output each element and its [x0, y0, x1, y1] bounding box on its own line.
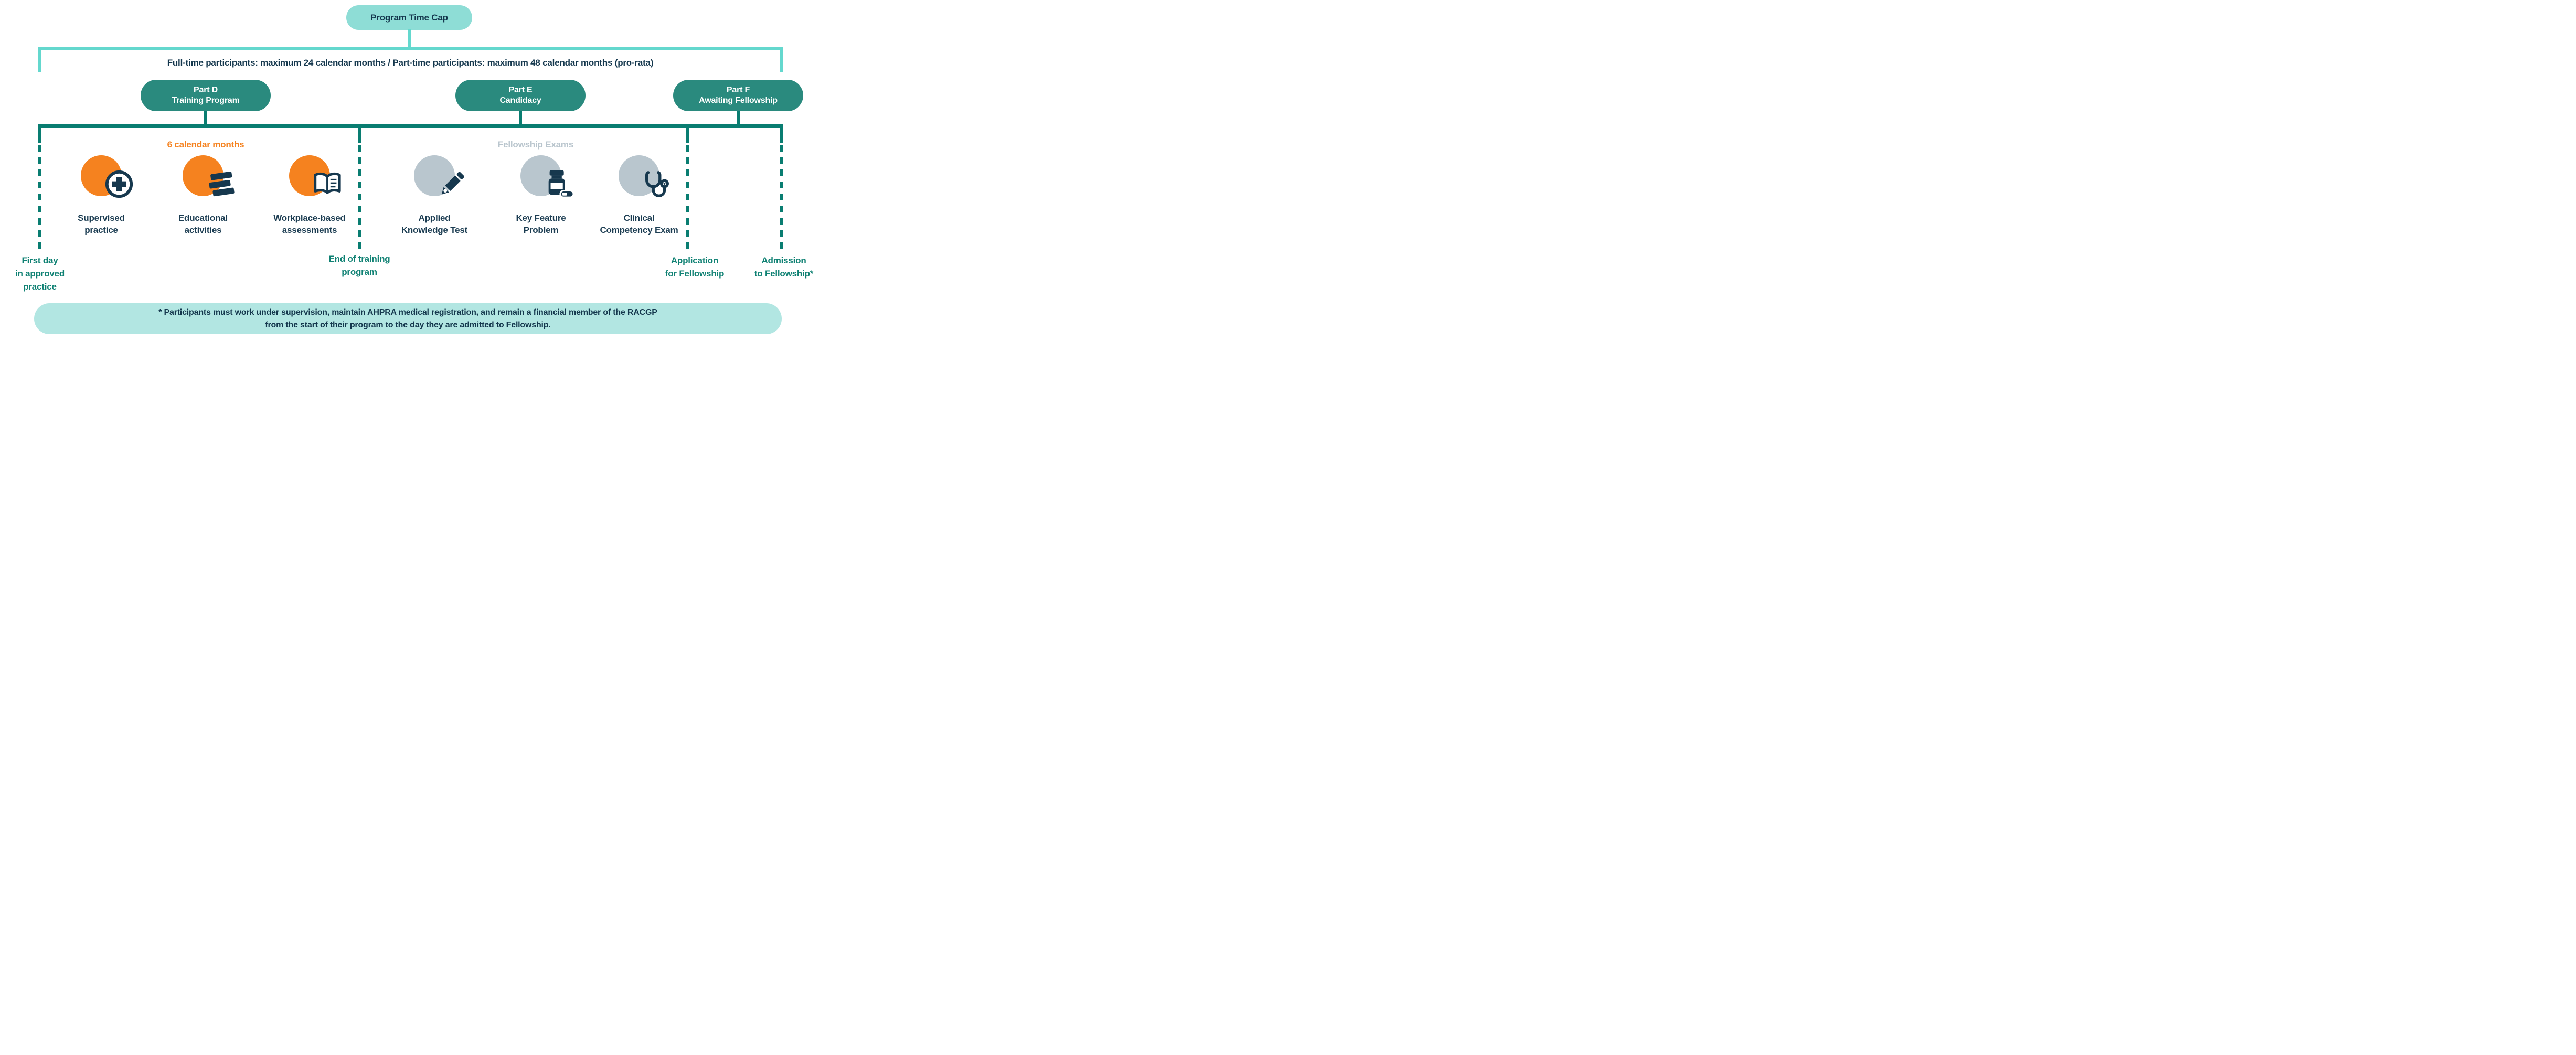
divider-end-training-solid [358, 128, 361, 143]
open-book-icon [312, 169, 343, 199]
workplace-assessments-label: Workplace-based assessments [273, 213, 346, 235]
divider-admission-solid [780, 128, 783, 143]
time-cap-bracket [38, 47, 783, 50]
part-d-line1: Part D [194, 86, 218, 94]
medical-cross-icon [104, 169, 134, 199]
part-e-line1: Part E [508, 86, 533, 94]
phase-pill-part-d: Part D Training Program [141, 80, 271, 111]
part-f-line1: Part F [726, 86, 750, 94]
milestone-admission-fellowship: Admission to Fellowship* [754, 255, 814, 279]
applied-knowledge-test-circle [414, 155, 455, 196]
bracket-right-tick [780, 47, 783, 72]
program-time-cap-pill: Program Time Cap [346, 5, 472, 30]
timeline-bar [38, 124, 783, 128]
pencil-icon [437, 169, 467, 199]
divider-application-solid [686, 128, 689, 143]
footnote-line1: * Participants must work under supervisi… [158, 307, 657, 317]
divider-start-solid [38, 128, 41, 143]
part-e-connector [519, 111, 522, 124]
divider-admission-dashed [780, 145, 783, 250]
part-f-line2: Awaiting Fellowship [699, 96, 778, 105]
fellowship-exams-label: Fellowship Exams [497, 140, 574, 150]
footnote-line2: from the start of their program to the d… [265, 320, 551, 329]
part-d-line2: Training Program [172, 96, 240, 105]
educational-activities-label: Educational activities [178, 213, 228, 235]
applied-knowledge-test-label: Applied Knowledge Test [401, 213, 468, 235]
phase-pill-part-f: Part F Awaiting Fellowship [673, 80, 803, 111]
bracket-left-tick [38, 47, 41, 72]
milestone-application-fellowship: Application for Fellowship [665, 255, 725, 279]
six-calendar-months-label: 6 calendar months [167, 140, 244, 150]
pill-bottle-icon [544, 169, 574, 199]
footnote-box: * Participants must work under supervisi… [34, 303, 782, 334]
part-d-connector [204, 111, 207, 124]
clinical-competency-exam-label: Clinical Competency Exam [600, 213, 678, 235]
time-cap-note: Full-time participants: maximum 24 calen… [167, 58, 654, 68]
cap-connector-line [408, 29, 411, 48]
supervised-practice-label: Supervised practice [78, 213, 125, 235]
key-feature-problem-label: Key Feature Problem [516, 213, 566, 235]
milestone-end-of-training: End of training program [328, 254, 390, 277]
divider-application-dashed [686, 145, 689, 250]
milestone-first-day: First day in approved practice [15, 255, 65, 292]
part-f-connector [737, 111, 740, 124]
program-time-cap-label: Program Time Cap [370, 12, 448, 23]
divider-start-dashed [38, 145, 41, 250]
books-icon [206, 169, 236, 199]
phase-pill-part-e: Part E Candidacy [455, 80, 586, 111]
divider-end-training-dashed [358, 145, 361, 250]
part-e-line2: Candidacy [499, 96, 541, 105]
program-time-cap-diagram: Program Time Cap Full-time participants:… [0, 0, 823, 337]
stethoscope-icon [642, 169, 672, 199]
